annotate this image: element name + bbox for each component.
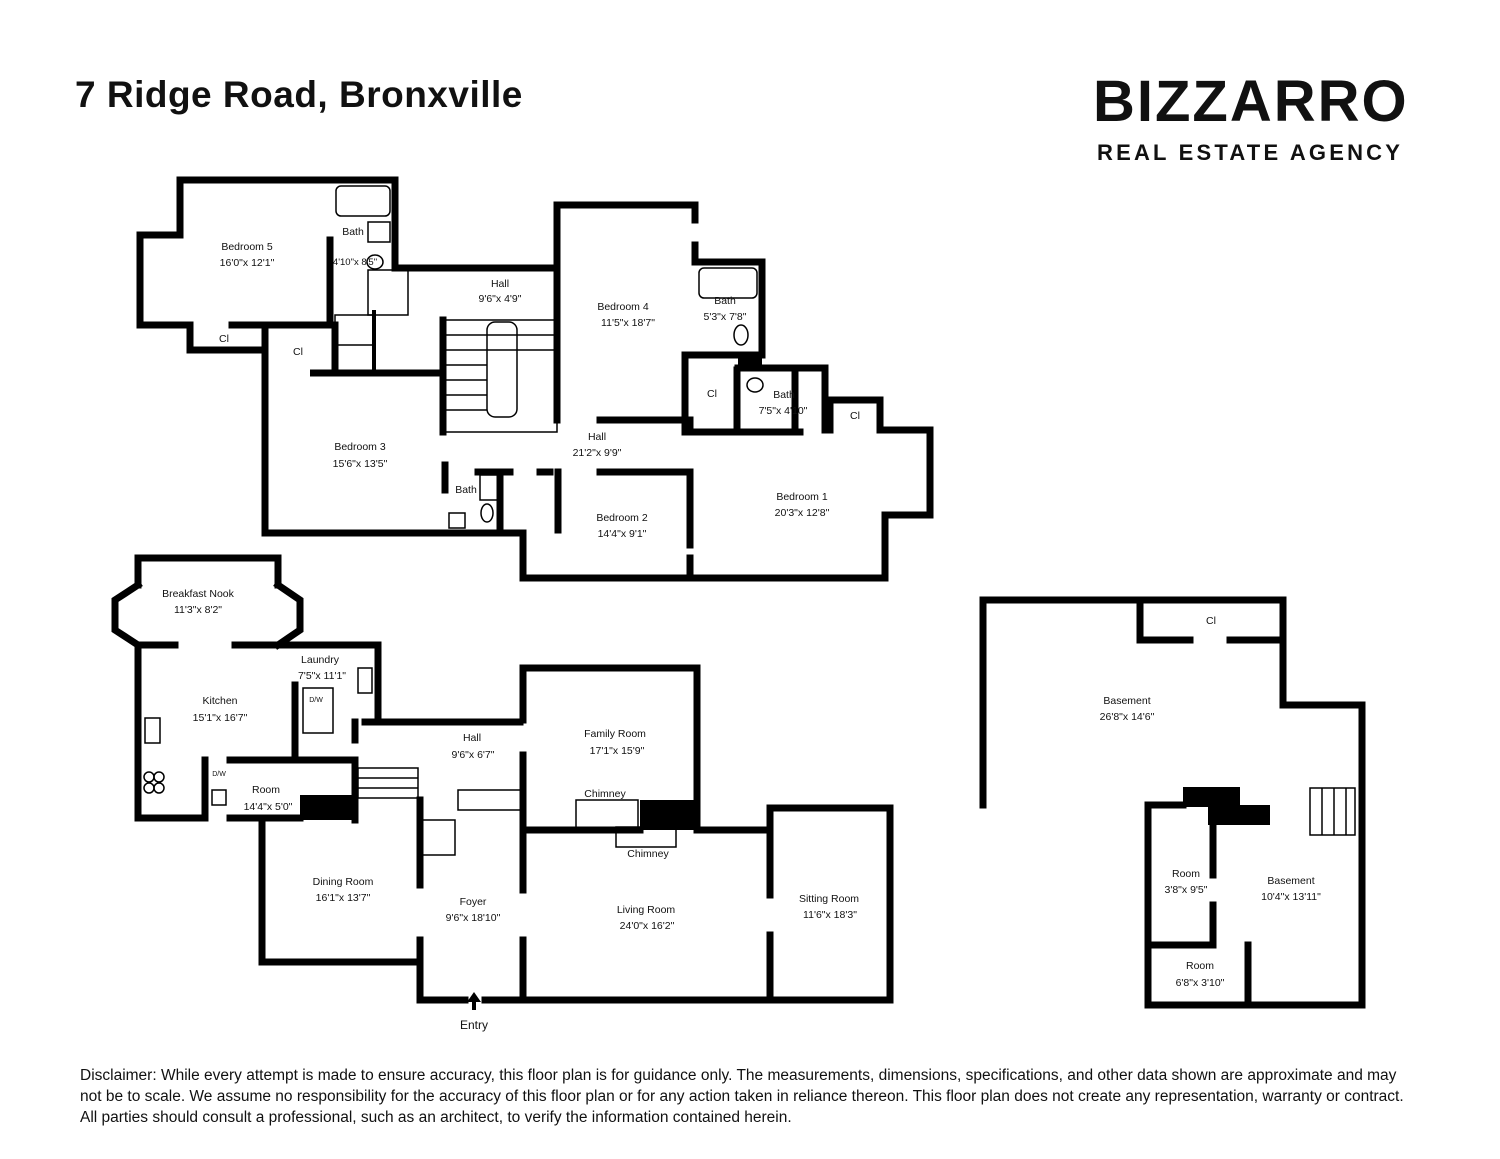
room-dim: 15'6"x 13'5"	[333, 458, 388, 470]
chimney-label: Chimney	[627, 848, 669, 860]
room-dim: 11'6"x 18'3"	[803, 909, 857, 921]
main-floor-walls	[111, 554, 894, 1004]
room-name: Bath	[714, 295, 736, 307]
room-dim: 21'2"x 9'9"	[573, 447, 622, 459]
room-dim: 11'5"x 18'7"	[601, 317, 655, 329]
brand-subtitle: REAL ESTATE AGENCY	[1097, 140, 1404, 165]
room-dim: 16'0"x 12'1"	[220, 257, 275, 269]
room-dim: 14'4"x 5'0"	[244, 801, 293, 813]
room-dim: 11'3"x 8'2"	[174, 604, 222, 616]
room-name: Kitchen	[202, 695, 237, 707]
closet-label: Cl	[707, 388, 717, 400]
room-dim: 26'8"x 14'6"	[1100, 711, 1155, 723]
room-name: Bedroom 3	[334, 441, 386, 453]
room-dim: 14'4"x 9'1"	[598, 528, 647, 540]
room-name: Room	[252, 784, 280, 796]
room-dim: 15'1"x 16'7"	[193, 712, 248, 724]
room-name: Bedroom 1	[776, 491, 828, 503]
room-name: Bath	[773, 389, 795, 401]
closet-label: Cl	[1206, 615, 1216, 627]
entry-arrow-icon	[467, 992, 481, 1010]
room-name: Bath	[455, 484, 477, 496]
room-dim: 16'1"x 13'7"	[316, 892, 371, 904]
upper-floor-walls	[136, 176, 934, 582]
closet-label: Cl	[219, 333, 229, 345]
closet-label: Cl	[293, 346, 303, 358]
room-name: Bedroom 5	[221, 241, 273, 253]
main-floor-labels: Breakfast Nook 11'3"x 8'2" Laundry 7'5"x…	[162, 588, 859, 1032]
dishwasher-label: D/W	[212, 771, 226, 778]
room-dim: 9'6"x 18'10"	[446, 912, 501, 924]
room-name: Basement	[1103, 695, 1150, 707]
upper-floor-labels: Bedroom 5 16'0"x 12'1" Bath 4'10"x 8'5" …	[219, 226, 860, 540]
room-dim: 20'3"x 12'8"	[775, 507, 830, 519]
brand-logo: BIZZARRO	[1093, 69, 1409, 134]
room-dim: 4'10"x 8'5"	[333, 257, 377, 268]
room-dim: 5'3"x 7'8"	[704, 311, 747, 323]
entry-label: Entry	[460, 1018, 488, 1032]
room-name: Laundry	[301, 654, 340, 666]
room-name: Bedroom 4	[597, 301, 649, 313]
room-name: Dining Room	[313, 876, 374, 888]
room-name: Foyer	[460, 896, 487, 908]
page-title: 7 Ridge Road, Bronxville	[75, 74, 523, 115]
upper-staircase	[334, 269, 558, 433]
room-name: Hall	[463, 732, 481, 744]
room-name: Family Room	[584, 728, 646, 740]
basement-walls	[979, 596, 1366, 1009]
room-dim: 10'4"x 13'11"	[1261, 891, 1321, 903]
room-dim: 9'6"x 6'7"	[452, 749, 495, 761]
room-name: Room	[1186, 960, 1214, 972]
chimney-label: Chimney	[584, 788, 626, 800]
disclaimer-text: Disclaimer: While every attempt is made …	[80, 1067, 1404, 1126]
room-dim: 9'6"x 4'9"	[479, 293, 522, 305]
room-name: Sitting Room	[799, 893, 859, 905]
room-dim: 7'5"x 11'1"	[298, 670, 346, 682]
main-floor-fixtures	[143, 667, 677, 856]
room-name: Breakfast Nook	[162, 588, 235, 600]
room-dim: 24'0"x 16'2"	[620, 920, 675, 932]
room-name: Bedroom 2	[596, 512, 648, 524]
room-dim: 6'8"x 3'10"	[1176, 977, 1225, 989]
room-dim: 3'8"x 9'5"	[1165, 884, 1208, 896]
dishwasher-label: D/W	[309, 697, 323, 704]
room-name: Room	[1172, 868, 1200, 880]
basement-labels: Basement 26'8"x 14'6" Room 3'8"x 9'5" Ba…	[1100, 615, 1321, 989]
room-name: Bath	[342, 226, 364, 238]
bathroom-fixtures	[335, 185, 764, 529]
room-dim: 7'5"x 4'10"	[759, 405, 808, 417]
room-name: Basement	[1267, 875, 1314, 887]
closet-label: Cl	[850, 410, 860, 422]
room-name: Hall	[491, 278, 509, 290]
room-dim: 17'1"x 15'9"	[590, 745, 645, 757]
room-name: Hall	[588, 431, 606, 443]
room-name: Living Room	[617, 904, 676, 916]
